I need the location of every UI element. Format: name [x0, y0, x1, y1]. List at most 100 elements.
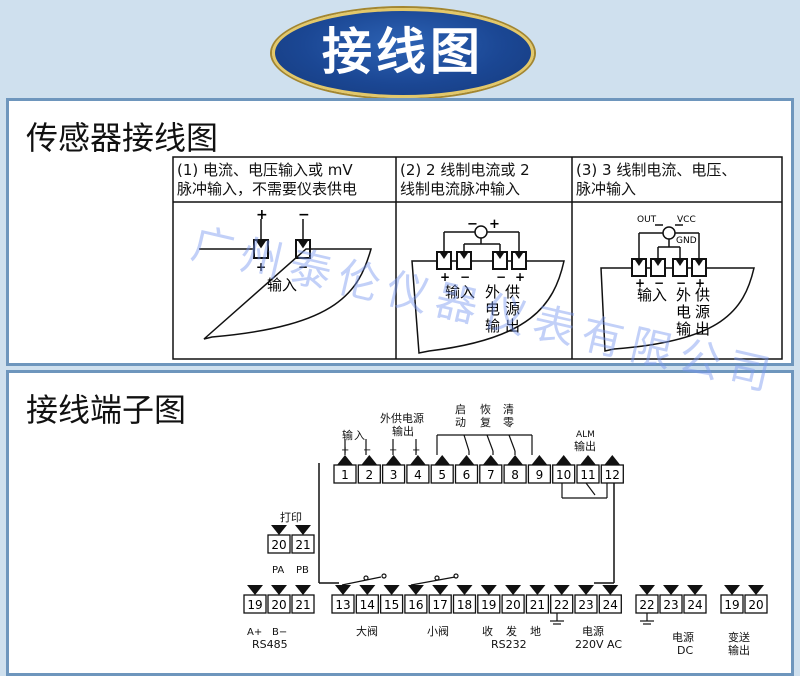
svg-text:6: 6: [463, 468, 471, 482]
dc-power-label: 电源: [672, 630, 694, 644]
print-label-pa: PA: [272, 565, 284, 576]
svg-text:19: 19: [724, 598, 739, 612]
label-input-minus: −: [363, 445, 371, 456]
transmit-label: 变送: [728, 630, 750, 644]
cell2-sign: +: [515, 270, 525, 284]
bottom-terminal: 15: [379, 585, 404, 614]
bottom-terminal: 19: [477, 585, 501, 614]
label-clear: 清: [503, 403, 514, 416]
cell2-diagram: [411, 225, 565, 354]
svg-text:18: 18: [457, 598, 472, 612]
cell2-out-label: 电: [485, 300, 500, 318]
cell3-out-label: 出: [695, 320, 710, 338]
svg-text:11: 11: [580, 468, 595, 482]
top-terminal: 1: [333, 455, 357, 484]
svg-text:20: 20: [271, 538, 286, 552]
label-input: 入: [354, 429, 365, 442]
label-recover: 复: [480, 415, 491, 429]
bottom-terminal: 24: [598, 585, 622, 614]
cell2-sign: +: [440, 270, 450, 284]
ground-symbols: [550, 613, 654, 625]
svg-text:1: 1: [341, 468, 349, 482]
label-input: 输: [342, 428, 353, 442]
top-terminal: 3: [381, 455, 406, 484]
label-ext-power-out: 输出: [392, 424, 414, 438]
transmit-label: 输出: [728, 643, 750, 657]
sensor-wiring-panel: 传感器接线图 (1) 电流、电压输入或 mV 脉冲输入，不需要仪表供电 (2) …: [6, 98, 794, 366]
top-terminal: 11: [576, 455, 600, 484]
rs485-terminal: 19: [243, 585, 267, 614]
cell3-terminals: [631, 258, 707, 277]
cell2-sign: −: [496, 270, 506, 284]
svg-text:21: 21: [295, 538, 310, 552]
top-wiring: [344, 434, 608, 499]
cell3-out-label: OUT: [637, 215, 657, 225]
bottom-terminal: 14: [355, 585, 379, 614]
svg-text:9: 9: [536, 468, 544, 482]
svg-text:19: 19: [247, 598, 262, 612]
label-recover: 恢: [480, 403, 491, 416]
rs485-label-b: B−: [272, 627, 287, 638]
label-big-valve: 大阀: [356, 624, 378, 638]
svg-text:3: 3: [390, 468, 398, 482]
dc-power-label: DC: [677, 644, 693, 657]
cell3-caption-line1: (3) 3 线制电流、电压、: [576, 161, 737, 179]
label-power-ac: 220V AC: [575, 638, 622, 651]
bottom-terminal: 22: [550, 585, 574, 614]
svg-text:19: 19: [481, 598, 496, 612]
svg-text:15: 15: [384, 598, 399, 612]
svg-text:10: 10: [556, 468, 571, 482]
transmit-terminal: 20: [744, 585, 768, 614]
cell3-caption-line2: 脉冲输入: [576, 180, 637, 198]
cell3-diagram: [600, 224, 755, 352]
svg-text:12: 12: [605, 468, 620, 482]
cell3-sign: −: [676, 276, 686, 290]
svg-text:20: 20: [271, 598, 286, 612]
print-terminal: 21: [291, 525, 315, 554]
bottom-terminal: 13: [331, 585, 355, 614]
svg-text:13: 13: [335, 598, 350, 612]
dc-power-terminal: 24: [683, 585, 707, 614]
bottom-terminal: 21: [525, 585, 550, 614]
cell2-caption-line2: 线制电流脉冲输入: [400, 180, 521, 198]
bottom-terminal: 23: [574, 585, 598, 614]
auxiliary-terminal-blocks: 20 21 19 20 21 22 23 24 19 20: [243, 525, 768, 614]
label-small-valve: 小阀: [427, 624, 449, 638]
print-label-pb: PB: [296, 565, 309, 576]
cell1-minus-bottom: −: [298, 260, 308, 274]
svg-text:24: 24: [603, 598, 618, 612]
top-terminal: 7: [479, 455, 503, 484]
label-start: 动: [455, 416, 466, 429]
rs485-label-a: A+: [247, 627, 262, 638]
top-terminal: 10: [552, 455, 576, 484]
bottom-terminal: 17: [428, 585, 452, 614]
label-tx: 发: [506, 624, 517, 638]
sensor-section-title: 传感器接线图: [26, 119, 219, 157]
cell3-sign: +: [635, 276, 645, 290]
svg-text:2: 2: [365, 468, 373, 482]
cell2-plus: +: [489, 217, 500, 232]
sensor-wiring-diagram: + − + − 输入 − + +: [172, 156, 783, 360]
bottom-terminal: 18: [452, 585, 477, 614]
svg-text:23: 23: [663, 598, 678, 612]
top-terminal: 12: [600, 455, 624, 484]
svg-text:22: 22: [554, 598, 569, 612]
label-ext-power: 外供电源: [380, 411, 424, 425]
cell1-diagram: [199, 219, 372, 340]
svg-text:20: 20: [748, 598, 763, 612]
label-ground: 地: [530, 625, 541, 638]
dc-power-terminal: 23: [659, 585, 683, 614]
cell1-caption-line1: (1) 电流、电压输入或 mV: [177, 161, 353, 179]
top-terminal: 5: [430, 455, 454, 484]
label-input-plus: +: [341, 445, 349, 456]
relay-contacts: [341, 573, 459, 586]
svg-text:17: 17: [433, 598, 448, 612]
svg-text:21: 21: [530, 598, 545, 612]
top-terminal: 8: [503, 455, 527, 484]
cell3-vcc-label: VCC: [677, 215, 696, 225]
cell2-input-label: 输入: [445, 283, 475, 301]
print-title: 打印: [280, 510, 302, 524]
